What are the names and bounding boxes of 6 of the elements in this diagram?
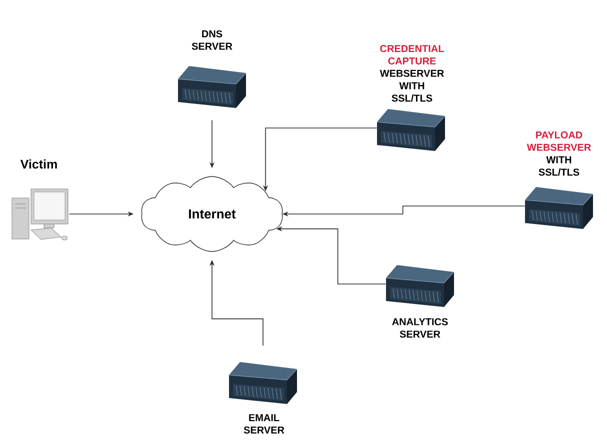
node-label: EMAIL SERVER [244, 414, 284, 434]
node-label: DNS SERVER [192, 30, 232, 50]
node-label: CREDENTIAL CAPTURE WEBSERVER WITH SSL/TLS [380, 45, 444, 102]
node-label: ANALYTICS SERVER [392, 318, 448, 338]
node-label: Victim [20, 159, 57, 169]
node-label: PAYLOAD WEBSERVER WITH SSL/TLS [526, 131, 591, 176]
